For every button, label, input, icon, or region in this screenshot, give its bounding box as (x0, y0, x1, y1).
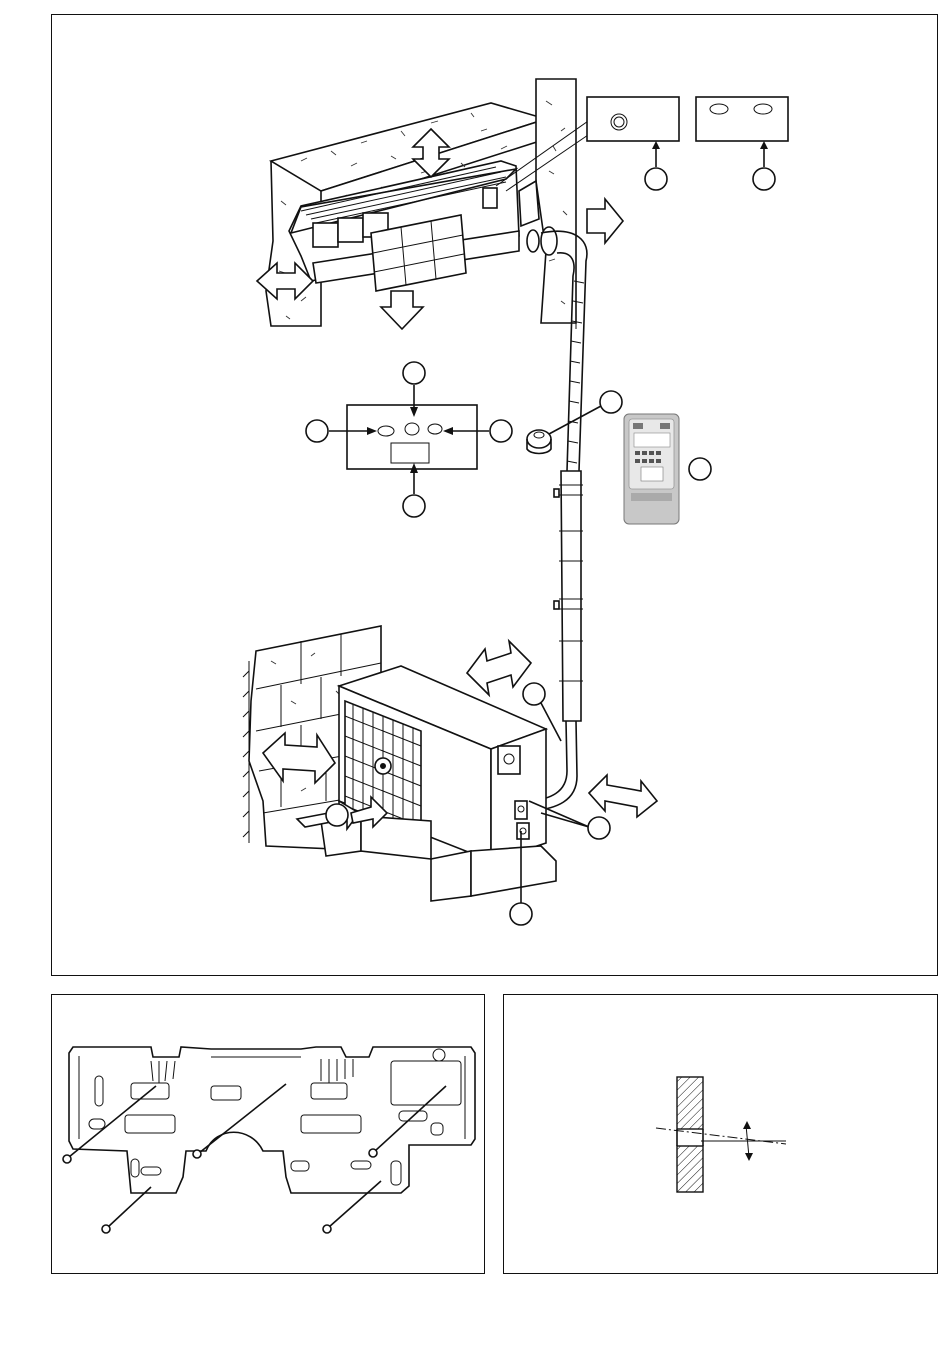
callout-circle (753, 168, 775, 190)
mounting-plate-diagram (52, 995, 486, 1275)
callout-circle (645, 168, 667, 190)
mounting-plate (69, 1047, 475, 1193)
callout-circle (490, 420, 512, 442)
callout-circle (600, 391, 622, 413)
wall-hole-diagram (504, 995, 939, 1275)
callout-circle (403, 362, 425, 384)
callout-circle (689, 458, 711, 480)
installation-overview-diagram (52, 15, 939, 977)
clearance-right-arrow (587, 199, 623, 243)
mounting-plate-panel (51, 994, 485, 1274)
outdoor-clearance-top-arrow (467, 641, 531, 695)
callout-circle (403, 495, 425, 517)
detail-box-left (587, 97, 679, 190)
clearance-left-arrow (257, 263, 313, 299)
callout-circle (306, 420, 328, 442)
callout-circle (523, 683, 545, 705)
wall-hole-panel (503, 994, 938, 1274)
callout-circle (510, 903, 532, 925)
drain-cap (527, 430, 551, 454)
installation-overview-panel (51, 14, 938, 976)
hole-axis-line (656, 1128, 786, 1144)
callout-circle (326, 804, 348, 826)
remote-controller (624, 414, 711, 524)
callout-circle (588, 817, 610, 839)
wall-section (677, 1077, 703, 1192)
outdoor-clearance-right-arrow (589, 775, 657, 817)
detail-box-center (306, 362, 512, 517)
detail-box-right (696, 97, 788, 190)
clearance-down-arrow (381, 291, 423, 329)
indoor-right-wall (536, 79, 576, 329)
